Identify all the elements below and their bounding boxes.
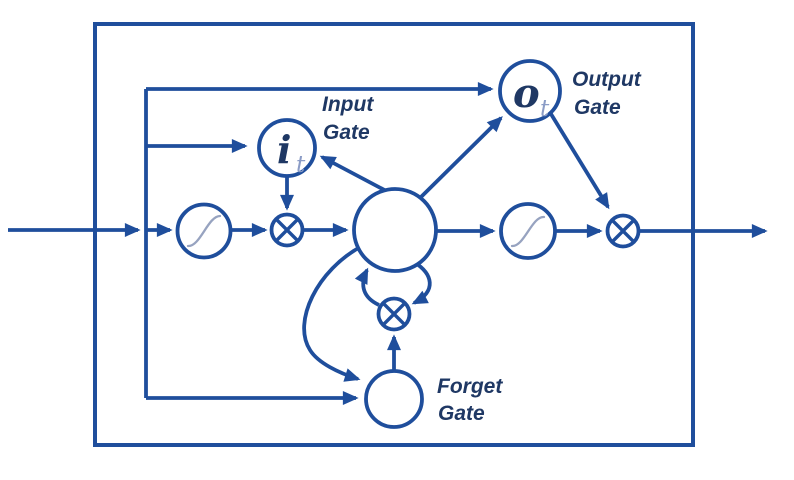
multiply-node-1: [269, 212, 305, 248]
labels: Input Gate Output Gate Forget Gate: [322, 68, 642, 425]
forget-gate-node: [364, 369, 424, 429]
input-gate-label-line1: Input: [322, 93, 374, 116]
input-gate-node: i t: [257, 118, 317, 178]
sigmoid-curve-icon: [510, 215, 546, 248]
cell-to-output-gate-arrow: [418, 116, 503, 200]
multiply-x-icon: [610, 218, 636, 244]
multiply3-to-cell-arrow: [354, 267, 380, 307]
input-gate-symbol-subscript: t: [296, 152, 306, 178]
activation-node-2: [499, 202, 557, 260]
multiply-node-3: [376, 296, 412, 332]
output-gate-label-line1: Output: [572, 68, 642, 91]
nodes: i t o t: [175, 59, 641, 429]
output-gate-to-multiply2-arrow: [549, 113, 610, 210]
forget-gate-label-line2: Gate: [438, 402, 485, 425]
input-gate-symbol: i: [277, 127, 291, 172]
sigmoid-curve-icon: [186, 214, 222, 248]
multiply-x-icon: [274, 217, 300, 243]
input-gate-circle: [257, 118, 317, 178]
cell-to-forget-gate-curve-arrow: [302, 244, 363, 382]
activation-node-1: [175, 202, 233, 260]
cell-boundary-box: [93, 22, 695, 447]
output-gate-symbol: o: [513, 70, 540, 117]
multiply-node-2: [605, 213, 641, 249]
cell-to-multiply3-arrow: [411, 260, 432, 305]
output-gate-label: Output Gate: [572, 68, 642, 119]
multiply-x-icon: [381, 301, 407, 327]
output-gate-circle: [498, 59, 562, 123]
output-gate-symbol-subscript: t: [540, 96, 550, 122]
forget-gate-label: Forget Gate: [437, 375, 503, 425]
cell-to-input-gate-arrow: [319, 155, 393, 196]
output-gate-node: o t: [498, 59, 562, 123]
edges: [8, 82, 768, 405]
input-gate-label-line2: Gate: [323, 121, 370, 144]
input-gate-label: Input Gate: [322, 93, 374, 144]
forget-gate-label-line1: Forget: [437, 375, 503, 398]
cell-state-node: [352, 187, 438, 273]
output-gate-label-line2: Gate: [574, 96, 621, 119]
